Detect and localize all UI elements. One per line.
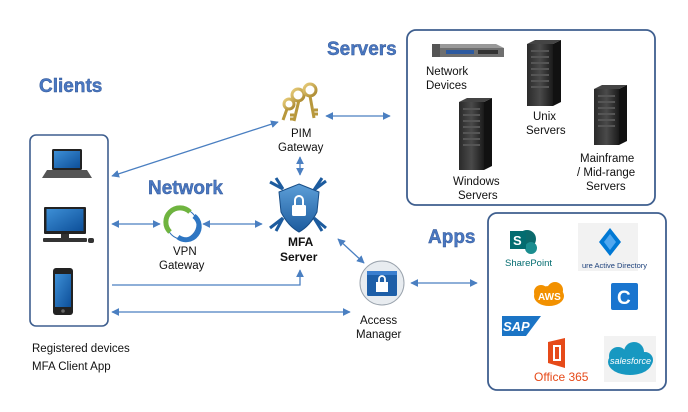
pim-gateway-label-2: Gateway xyxy=(278,142,324,154)
mfa-server-label-1: MFA xyxy=(288,235,314,249)
salesforce-icon xyxy=(604,336,656,382)
windows-servers-label-1: Windows xyxy=(453,176,500,188)
mfa-shield-icon xyxy=(269,177,327,233)
svg-text:S: S xyxy=(513,233,522,248)
citrix-icon xyxy=(611,283,638,310)
connector-mfa-access xyxy=(337,238,365,264)
network-devices-label-1: Network xyxy=(426,66,468,78)
aws-label: AWS xyxy=(538,292,561,303)
sap-label: SAP xyxy=(503,319,530,334)
access-manager-label-2: Manager xyxy=(356,329,402,341)
clients-title: Clients xyxy=(39,76,102,97)
unix-servers-label-1: Unix xyxy=(533,111,556,123)
laptop-icon xyxy=(42,149,92,178)
office365-label: Office 365 xyxy=(534,370,589,384)
connectors xyxy=(111,112,478,316)
mfa-server-label-2: Server xyxy=(280,250,318,264)
aws-icon xyxy=(534,282,564,306)
sharepoint-label: SharePoint xyxy=(505,258,552,269)
network-device-icon xyxy=(432,44,504,57)
unix-server-icon xyxy=(527,40,561,106)
clients-footer-line2: MFA Client App xyxy=(32,361,111,373)
vpn-icon xyxy=(163,205,202,243)
windows-servers-label-2: Servers xyxy=(458,190,498,202)
mainframe-server-icon xyxy=(594,85,627,145)
mainframe-label-3: Servers xyxy=(586,181,626,193)
connector-phone-mfa xyxy=(112,269,304,286)
azure-ad-icon xyxy=(578,223,638,271)
unix-servers-label-2: Servers xyxy=(526,125,566,137)
access-manager-label-1: Access xyxy=(360,315,397,327)
salesforce-label: salesforce xyxy=(610,356,651,366)
azure-ad-label: ure Active Directory xyxy=(582,261,647,270)
connector-laptop-pim xyxy=(111,120,279,178)
pim-gateway-label-1: PIM xyxy=(291,128,311,140)
mainframe-label-2: / Mid-range xyxy=(577,167,635,179)
vpn-gateway-label-2: Gateway xyxy=(159,260,205,272)
smartphone-icon xyxy=(53,268,73,315)
apps-title: Apps xyxy=(428,227,476,248)
desktop-icon xyxy=(43,207,94,243)
mainframe-label-1: Mainframe xyxy=(580,153,634,165)
network-devices-label-2: Devices xyxy=(426,80,467,92)
windows-server-icon xyxy=(459,98,492,170)
citrix-label: C xyxy=(617,288,631,309)
sharepoint-icon: S xyxy=(510,230,537,254)
vpn-gateway-label-1: VPN xyxy=(173,246,197,258)
office365-icon xyxy=(548,338,565,368)
servers-title: Servers xyxy=(327,39,397,60)
clients-footer-line1: Registered devices xyxy=(32,343,130,355)
sap-icon xyxy=(502,316,541,336)
network-title: Network xyxy=(148,178,223,199)
keys-icon xyxy=(281,82,318,122)
access-manager-icon xyxy=(359,260,405,306)
